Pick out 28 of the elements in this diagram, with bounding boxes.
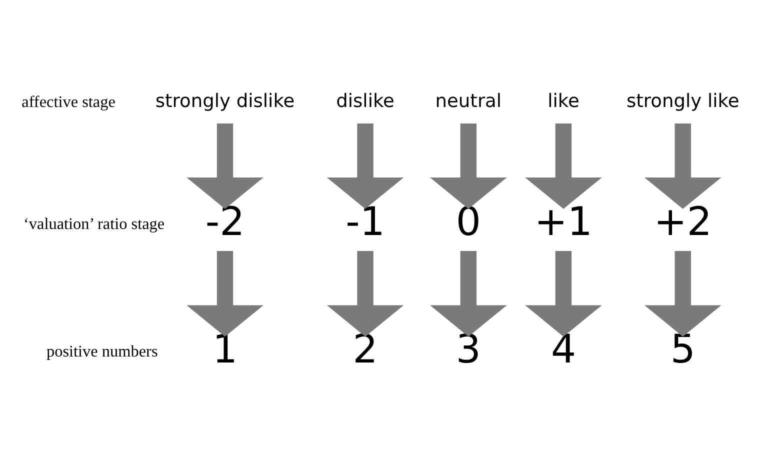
arrow (186, 122, 264, 208)
node-text: 0 (456, 198, 481, 244)
label: ‘valuation’ ratio stage (23, 214, 165, 233)
arrow (326, 250, 404, 336)
label: affective stage (22, 92, 116, 110)
node-text: +2 (654, 198, 712, 244)
node-text: 1 (212, 326, 238, 372)
node-text: -1 (346, 198, 385, 244)
node-text: strongly like (626, 90, 740, 112)
arrow (525, 122, 602, 208)
node-text: 2 (352, 326, 378, 372)
arrow (525, 250, 602, 336)
node-text: 4 (550, 326, 576, 372)
arrow (430, 250, 507, 336)
arrow (430, 122, 507, 208)
arrow (644, 122, 722, 208)
node-text: 3 (456, 326, 481, 372)
node-text: -2 (205, 198, 245, 244)
node-text: neutral (435, 90, 502, 112)
arrow (186, 250, 264, 336)
node-text: dislike (336, 90, 394, 112)
node-text: strongly dislike (155, 90, 295, 112)
node-text: +1 (534, 198, 593, 244)
arrow (326, 122, 404, 208)
arrow (644, 250, 722, 336)
node-text: like (548, 90, 580, 112)
label: positive numbers (46, 342, 158, 360)
node-text: 5 (670, 326, 696, 372)
